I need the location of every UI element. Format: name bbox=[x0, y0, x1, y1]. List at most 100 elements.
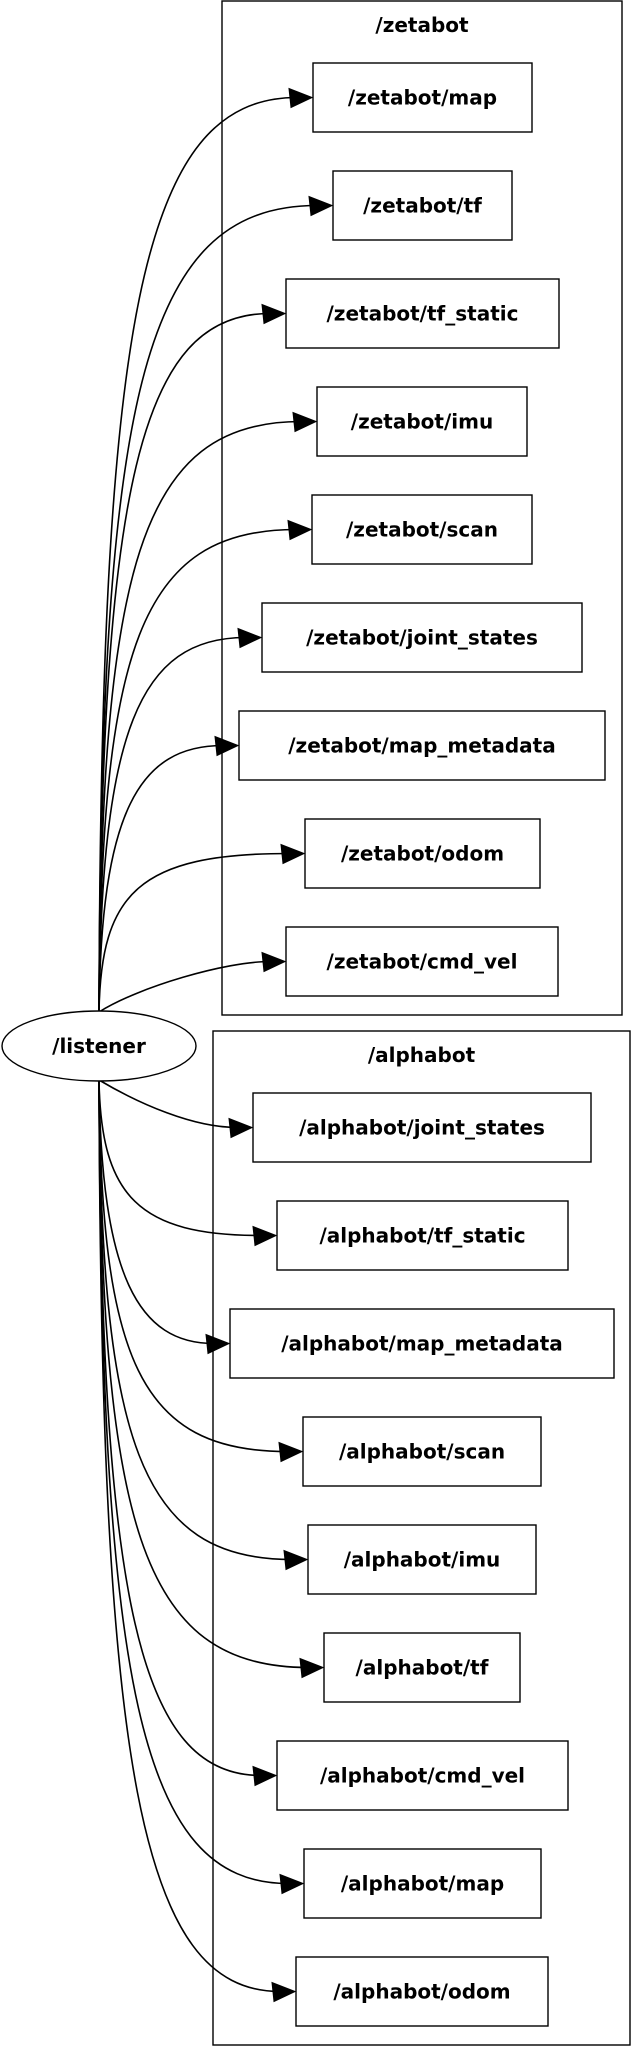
edge-listener-to-alphabot-tf-static bbox=[98, 1079, 262, 1237]
topic-label: /zetabot/joint_states bbox=[306, 626, 538, 650]
topic-zetabot-scan[interactable]: /zetabot/scan bbox=[311, 494, 533, 565]
topic-box bbox=[238, 710, 606, 781]
arrowhead bbox=[287, 519, 313, 541]
arrowhead bbox=[261, 303, 287, 325]
arrowhead bbox=[252, 1225, 278, 1247]
edge-listener-to-zetabot-joint-states bbox=[98, 636, 247, 1013]
topic-box bbox=[252, 1092, 592, 1163]
topic-box bbox=[285, 926, 559, 997]
topic-label: /alphabot/joint_states bbox=[299, 1116, 545, 1140]
edge-listener-to-alphabot-map bbox=[98, 1079, 289, 1885]
topic-zetabot-joint-states[interactable]: /zetabot/joint_states bbox=[261, 602, 583, 673]
topic-alphabot-odom[interactable]: /alphabot/odom bbox=[295, 1956, 549, 2027]
topic-box bbox=[316, 386, 528, 457]
arrowhead bbox=[228, 1117, 254, 1139]
arrowhead bbox=[292, 411, 318, 433]
topic-zetabot-map[interactable]: /zetabot/map bbox=[312, 62, 533, 133]
listener-node-label: /listener bbox=[52, 1034, 146, 1058]
topic-label: /alphabot/odom bbox=[333, 1980, 510, 2004]
topic-label: /alphabot/map_metadata bbox=[281, 1332, 563, 1356]
arrowhead bbox=[237, 627, 263, 649]
topic-alphabot-imu[interactable]: /alphabot/imu bbox=[307, 1524, 537, 1595]
topic-zetabot-odom[interactable]: /zetabot/odom bbox=[304, 818, 541, 889]
edge-listener-to-alphabot-scan bbox=[98, 1079, 288, 1453]
topic-label: /alphabot/cmd_vel bbox=[320, 1764, 525, 1788]
topic-box bbox=[332, 170, 513, 241]
arrowhead bbox=[252, 1765, 278, 1787]
topic-box bbox=[323, 1632, 521, 1703]
topic-label: /zetabot/scan bbox=[346, 518, 498, 542]
topic-label: /zetabot/map bbox=[348, 86, 497, 110]
arrowhead bbox=[278, 1441, 304, 1463]
listener-node[interactable]: /listener bbox=[1, 1010, 197, 1082]
cluster-alphabot-box bbox=[212, 1030, 631, 2046]
topic-box bbox=[304, 818, 541, 889]
edge-listener-to-zetabot-scan bbox=[98, 528, 297, 1013]
topic-zetabot-tf-static[interactable]: /zetabot/tf_static bbox=[285, 278, 560, 349]
topic-box bbox=[302, 1416, 542, 1487]
topic-box bbox=[312, 62, 533, 133]
topic-alphabot-cmd-vel[interactable]: /alphabot/cmd_vel bbox=[276, 1740, 569, 1811]
edge-listener-to-alphabot-imu bbox=[98, 1079, 293, 1561]
topic-label: /zetabot/odom bbox=[341, 842, 504, 866]
topic-alphabot-map-metadata[interactable]: /alphabot/map_metadata bbox=[229, 1308, 615, 1379]
topic-label: /alphabot/tf_static bbox=[319, 1224, 525, 1248]
arrowhead bbox=[299, 1657, 325, 1679]
edge-listener-to-alphabot-joint-states bbox=[98, 1079, 238, 1129]
topic-box bbox=[229, 1308, 615, 1379]
topic-box bbox=[295, 1956, 549, 2027]
cluster-zetabot-label: /zetabot bbox=[375, 13, 469, 37]
arrowhead bbox=[280, 843, 306, 865]
edge-listener-to-zetabot-map bbox=[98, 96, 298, 1013]
topic-box bbox=[307, 1524, 537, 1595]
cluster-zetabot-box bbox=[221, 0, 623, 1016]
edges bbox=[98, 87, 334, 2003]
arrowhead bbox=[283, 1549, 309, 1571]
arrowhead bbox=[214, 735, 240, 757]
edge-listener-to-alphabot-odom bbox=[98, 1079, 281, 1993]
topic-alphabot-tf-static[interactable]: /alphabot/tf_static bbox=[276, 1200, 569, 1271]
edge-listener-to-zetabot-map-metadata bbox=[98, 744, 224, 1013]
listener-node-ellipse bbox=[1, 1010, 197, 1082]
arrowhead bbox=[205, 1333, 231, 1355]
clusters: /zetabot/zetabot/map/zetabot/tf/zetabot/… bbox=[212, 0, 631, 2046]
arrowhead bbox=[279, 1873, 305, 1895]
cluster-alphabot: /alphabot/alphabot/joint_states/alphabot… bbox=[212, 1030, 631, 2046]
topic-zetabot-map-metadata[interactable]: /zetabot/map_metadata bbox=[238, 710, 606, 781]
topic-alphabot-scan[interactable]: /alphabot/scan bbox=[302, 1416, 542, 1487]
edge-listener-to-zetabot-odom bbox=[98, 852, 290, 1013]
cluster-zetabot: /zetabot/zetabot/map/zetabot/tf/zetabot/… bbox=[221, 0, 623, 1016]
edge-listener-to-alphabot-cmd-vel bbox=[98, 1079, 262, 1777]
topic-alphabot-map[interactable]: /alphabot/map bbox=[303, 1848, 542, 1919]
edge-listener-to-zetabot-tf bbox=[98, 204, 318, 1013]
edge-listener-to-alphabot-map-metadata bbox=[98, 1079, 215, 1345]
topic-alphabot-tf[interactable]: /alphabot/tf bbox=[323, 1632, 521, 1703]
topic-label: /zetabot/tf_static bbox=[327, 302, 519, 326]
topic-label: /alphabot/map bbox=[341, 1872, 504, 1896]
topic-box bbox=[303, 1848, 542, 1919]
topic-label: /zetabot/map_metadata bbox=[288, 734, 555, 758]
edge-listener-to-alphabot-tf bbox=[98, 1079, 309, 1669]
topic-alphabot-joint-states[interactable]: /alphabot/joint_states bbox=[252, 1092, 592, 1163]
arrowhead bbox=[288, 87, 314, 109]
topic-label: /zetabot/tf bbox=[363, 194, 482, 218]
topic-zetabot-imu[interactable]: /zetabot/imu bbox=[316, 386, 528, 457]
arrowhead bbox=[261, 951, 287, 973]
topic-label: /alphabot/tf bbox=[356, 1656, 489, 1680]
cluster-alphabot-label: /alphabot bbox=[368, 1043, 476, 1067]
edge-listener-to-zetabot-imu bbox=[98, 420, 302, 1013]
topic-zetabot-cmd-vel[interactable]: /zetabot/cmd_vel bbox=[285, 926, 559, 997]
edge-listener-to-zetabot-tf-static bbox=[98, 312, 271, 1013]
topic-box bbox=[311, 494, 533, 565]
topic-box bbox=[261, 602, 583, 673]
arrowhead bbox=[308, 195, 334, 217]
topic-box bbox=[285, 278, 560, 349]
topic-label: /zetabot/imu bbox=[351, 410, 493, 434]
arrowhead bbox=[271, 1981, 297, 2003]
topic-box bbox=[276, 1740, 569, 1811]
topic-label: /alphabot/imu bbox=[344, 1548, 501, 1572]
topic-zetabot-tf[interactable]: /zetabot/tf bbox=[332, 170, 513, 241]
topic-box bbox=[276, 1200, 569, 1271]
topic-label: /alphabot/scan bbox=[339, 1440, 505, 1464]
